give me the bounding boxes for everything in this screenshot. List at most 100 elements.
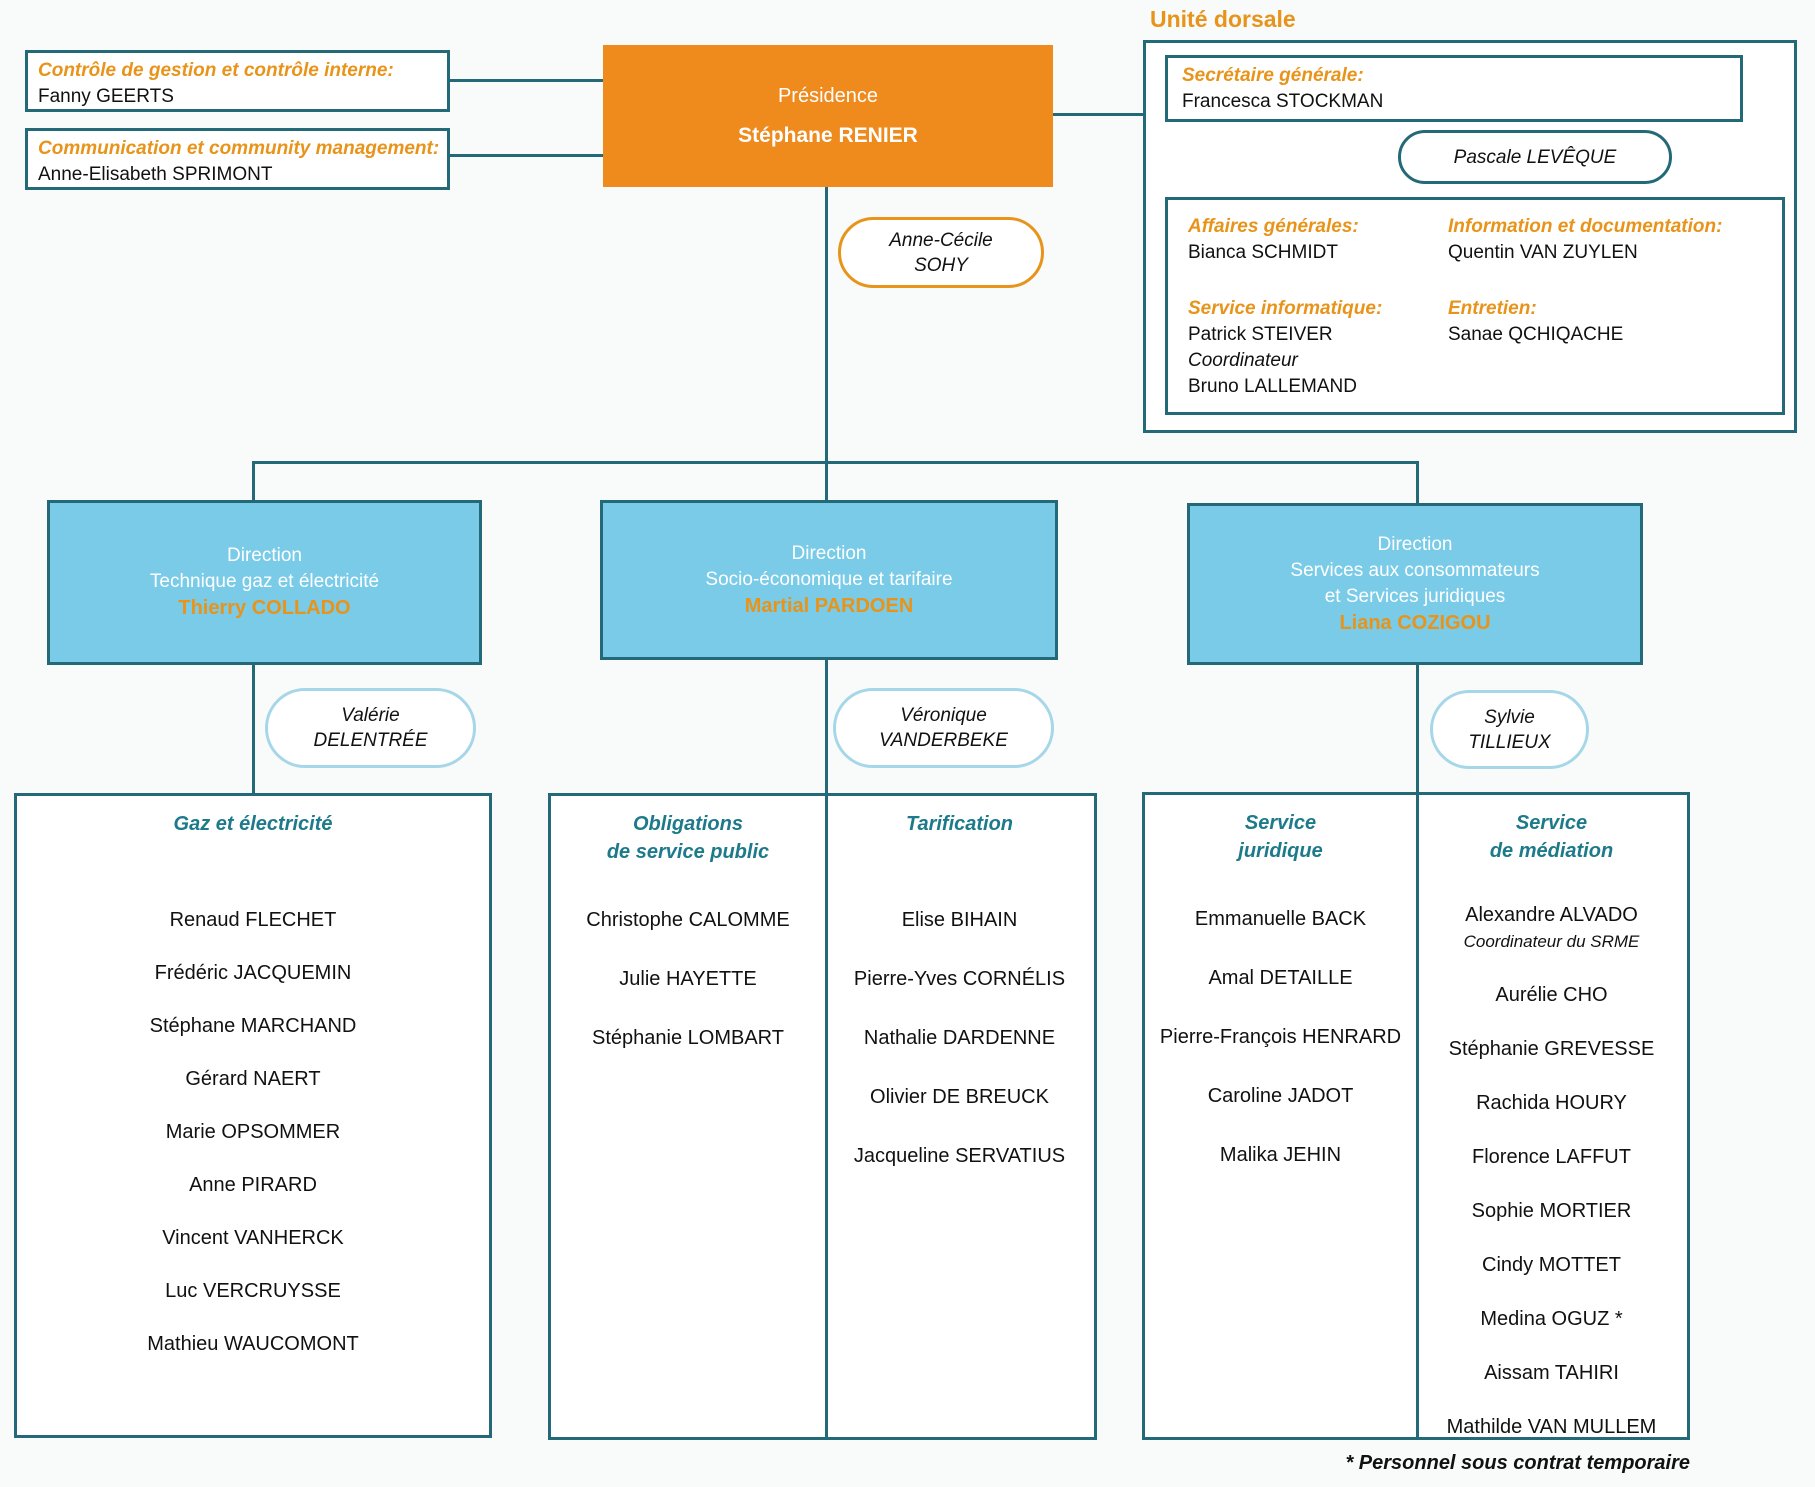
direction-box-technique: Direction Technique gaz et électricité T… xyxy=(47,500,482,665)
section-service-informatique: Service informatique: Patrick STEIVER Co… xyxy=(1188,296,1448,400)
member-row: Anne PIRARD xyxy=(189,1175,317,1196)
section-title: Entretien: xyxy=(1448,298,1537,319)
section-member: Bianca SCHMIDT xyxy=(1188,242,1338,263)
direction-line: et Services juridiques xyxy=(1324,585,1506,607)
member-row: Rachida HOURY xyxy=(1476,1093,1627,1114)
member-row: Emmanuelle BACK xyxy=(1195,909,1366,930)
section-entretien: Entretien: Sanae QCHIQACHE xyxy=(1448,296,1772,400)
assistant-name-line: TILLIEUX xyxy=(1468,731,1551,753)
staff-box-communication: Communication et community management: A… xyxy=(25,128,450,190)
members-list: Elise BIHAIN Pierre-Yves CORNÉLIS Nathal… xyxy=(854,910,1065,1167)
dept-col-juridique: Service juridique Emmanuelle BACK Amal D… xyxy=(1145,795,1416,1437)
dept-title-line: Obligations xyxy=(632,813,743,835)
member-row: Olivier DE BREUCK xyxy=(870,1087,1049,1108)
staff-box-title: Communication et community management: xyxy=(38,138,440,159)
dept-title: Service de médiation xyxy=(1490,809,1613,865)
member-row: Stéphane MARCHAND xyxy=(150,1016,357,1037)
dept-title-line: juridique xyxy=(1238,840,1323,862)
dept-col-gaz: Gaz et électricité Renaud FLECHET Frédér… xyxy=(17,796,489,1435)
member-row: Aissam TAHIRI xyxy=(1484,1363,1619,1384)
section-member: Sanae QCHIQACHE xyxy=(1448,324,1624,345)
presidency-name: Stéphane RENIER xyxy=(738,123,918,147)
member-name: Sophie MORTIER xyxy=(1471,1200,1632,1222)
presidency-box: Présidence Stéphane RENIER xyxy=(603,45,1053,187)
member-row: Mathilde VAN MULLEM xyxy=(1447,1417,1657,1438)
secretary-name: Francesca STOCKMAN xyxy=(1182,91,1384,112)
member-row: Luc VERCRUYSSE xyxy=(165,1281,341,1302)
direction-head: Liana COZIGOU xyxy=(1339,611,1491,634)
member-name: Mathilde VAN MULLEM xyxy=(1446,1416,1657,1438)
staff-box-title: Contrôle de gestion et contrôle interne: xyxy=(38,60,394,81)
dept-title-line: Gaz et électricité xyxy=(173,813,333,835)
dept-box-osp-tarification: Obligations de service public Christophe… xyxy=(548,793,1097,1440)
connector-direction1-dept xyxy=(252,665,255,795)
member-row: Nathalie DARDENNE xyxy=(864,1028,1055,1049)
member-name: Jacqueline SERVATIUS xyxy=(853,1145,1066,1167)
dept-title-line: Service xyxy=(1515,812,1588,834)
dept-box-juridique-mediation: Service juridique Emmanuelle BACK Amal D… xyxy=(1142,792,1690,1440)
member-role-note: Coordinateur du SRME xyxy=(1463,932,1640,951)
assistant-name-line: DELENTRÉE xyxy=(313,730,428,751)
member-row: Malika JEHIN xyxy=(1220,1145,1341,1166)
member-row: Sophie MORTIER xyxy=(1472,1201,1632,1222)
dorsal-sections: Affaires générales: Bianca SCHMIDT Infor… xyxy=(1165,197,1785,415)
dept-title: Tarification xyxy=(906,810,1013,870)
member-name: Frédéric JACQUEMIN xyxy=(154,962,352,984)
dept-title: Gaz et électricité xyxy=(174,810,333,870)
section-role: Coordinateur xyxy=(1188,350,1298,371)
assistant-pill-valerie: Valérie DELENTRÉE xyxy=(265,688,476,768)
member-row: Renaud FLECHET xyxy=(170,910,337,931)
staff-box-name: Fanny GEERTS xyxy=(38,86,174,107)
connector-controle-presidency xyxy=(450,79,603,82)
member-name: Stéphanie GREVESSE xyxy=(1448,1038,1655,1060)
member-name: Emmanuelle BACK xyxy=(1194,908,1367,930)
section-member: Patrick STEIVER xyxy=(1188,324,1333,345)
members-list: Renaud FLECHET Frédéric JACQUEMIN Stépha… xyxy=(147,910,359,1355)
direction-line: Socio-économique et tarifaire xyxy=(705,568,953,590)
member-row: Vincent VANHERCK xyxy=(162,1228,344,1249)
member-name: Aissam TAHIRI xyxy=(1484,1362,1619,1384)
member-name: Julie HAYETTE xyxy=(619,968,757,990)
section-title: Service informatique: xyxy=(1188,298,1383,319)
assistant-name-line: Valérie xyxy=(341,705,400,726)
assistant-name-line: Anne-Cécile xyxy=(889,229,993,251)
member-name: Nathalie DARDENNE xyxy=(863,1027,1056,1049)
direction-line: Direction xyxy=(1377,533,1453,555)
assistant-pill-veronique: Véronique VANDERBEKE xyxy=(833,688,1054,768)
footnote: * Personnel sous contrat temporaire xyxy=(1345,1452,1690,1474)
member-row: Marie OPSOMMER xyxy=(166,1122,340,1143)
assistant-pill-sohy: Anne-Cécile SOHY xyxy=(838,217,1044,288)
connector-presidency-down xyxy=(825,187,828,500)
members-list: Christophe CALOMME Julie HAYETTE Stéphan… xyxy=(586,910,789,1049)
dept-title-line: de service public xyxy=(606,841,770,863)
member-name: Pierre-Yves CORNÉLIS xyxy=(853,968,1066,990)
member-row: Pierre-François HENRARD xyxy=(1160,1027,1401,1048)
dept-title-line: de médiation xyxy=(1489,840,1614,862)
member-row: Elise BIHAIN xyxy=(902,910,1018,931)
direction-line: Direction xyxy=(227,545,302,566)
assistant-name-line: Sylvie xyxy=(1484,706,1535,728)
presidency-title: Présidence xyxy=(777,84,879,107)
member-row: Caroline JADOT xyxy=(1208,1086,1354,1107)
member-name: Luc VERCRUYSSE xyxy=(165,1280,341,1302)
member-row: Jacqueline SERVATIUS xyxy=(854,1146,1065,1167)
member-name: Stéphanie LOMBART xyxy=(592,1027,784,1049)
connector-distribution xyxy=(252,461,1419,464)
member-row: Alexandre ALVADO Coordinateur du SRME xyxy=(1464,905,1640,952)
member-name: Alexandre ALVADO xyxy=(1465,904,1638,926)
member-name: Amal DETAILLE xyxy=(1208,967,1353,989)
dept-title-line: Service xyxy=(1244,812,1317,834)
section-member: Bruno LALLEMAND xyxy=(1188,376,1357,397)
dept-col-mediation: Service de médiation Alexandre ALVADO Co… xyxy=(1416,795,1687,1438)
dept-divider xyxy=(1416,795,1419,1437)
assistant-name-line: VANDERBEKE xyxy=(879,730,1008,751)
assistant-name-line: SOHY xyxy=(914,254,968,276)
dept-title-line: Tarification xyxy=(905,813,1014,835)
staff-box-controle: Contrôle de gestion et contrôle interne:… xyxy=(25,50,450,112)
member-row: Julie HAYETTE xyxy=(619,969,756,990)
section-title: Information et documentation: xyxy=(1448,216,1723,237)
member-row: Stéphanie LOMBART xyxy=(592,1028,784,1049)
member-name: Anne PIRARD xyxy=(189,1174,317,1196)
section-affaires-generales: Affaires générales: Bianca SCHMIDT xyxy=(1188,214,1448,266)
